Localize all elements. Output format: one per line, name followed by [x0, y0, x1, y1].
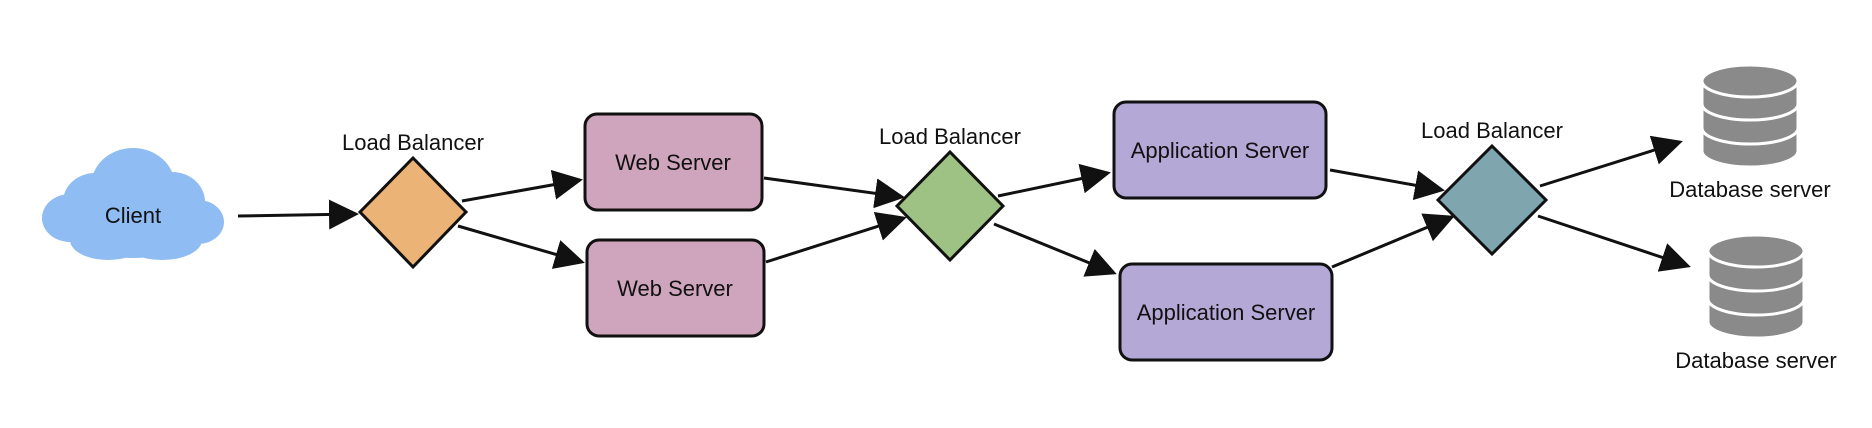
diamond-icon: [1435, 143, 1549, 257]
cloud-icon: [42, 148, 224, 260]
arrow-lb3-to-db1: [1539, 135, 1683, 188]
application-server-box: [1112, 100, 1328, 200]
arrow-client-to-lb1: [237, 199, 359, 230]
database-icon: [1706, 233, 1806, 340]
load-balancer-3: Load Balancer: [1421, 118, 1563, 257]
web-server-label: Web Server: [617, 276, 733, 301]
diamond-icon: [894, 149, 1006, 263]
client-label: Client: [105, 203, 161, 228]
web-server-2: Web Server: [585, 238, 766, 338]
database-icon: [1700, 63, 1800, 169]
arrow-lb1-to-web1: [461, 169, 583, 203]
load-balancer-label: Load Balancer: [879, 124, 1021, 149]
application-server-label: Application Server: [1137, 300, 1316, 325]
database-server-1: Database server: [1669, 63, 1831, 202]
application-server-2: Application Server: [1118, 262, 1334, 362]
arrow-lb2-to-app1: [997, 163, 1111, 198]
client-node: Client: [42, 148, 224, 260]
arrow-web1-to-lb2: [763, 176, 905, 209]
load-balancer-label: Load Balancer: [1421, 118, 1563, 143]
diamond-icon: [357, 155, 469, 270]
application-server-box: [1118, 262, 1334, 362]
web-server-label: Web Server: [615, 150, 731, 175]
web-server-box: [583, 112, 764, 212]
database-server-label: Database server: [1675, 348, 1836, 373]
arrow-web2-to-lb2: [765, 211, 907, 264]
web-server-box: [585, 238, 766, 338]
connections: [237, 135, 1691, 277]
arrow-app1-to-lb3: [1329, 168, 1445, 201]
arrow-lb2-to-app2: [993, 222, 1117, 277]
web-server-1: Web Server: [583, 112, 764, 212]
application-server-1: Application Server: [1112, 100, 1328, 200]
arrow-lb3-to-db2: [1537, 214, 1691, 272]
database-server-2: Database server: [1675, 233, 1837, 373]
load-balancer-label: Load Balancer: [342, 130, 484, 155]
arrow-app2-to-lb3: [1331, 213, 1455, 269]
arrow-lb1-to-web2: [457, 224, 585, 269]
load-balancer-1: Load Balancer: [342, 130, 484, 270]
database-server-label: Database server: [1669, 177, 1830, 202]
application-server-label: Application Server: [1131, 138, 1310, 163]
load-balancer-2: Load Balancer: [879, 124, 1021, 263]
